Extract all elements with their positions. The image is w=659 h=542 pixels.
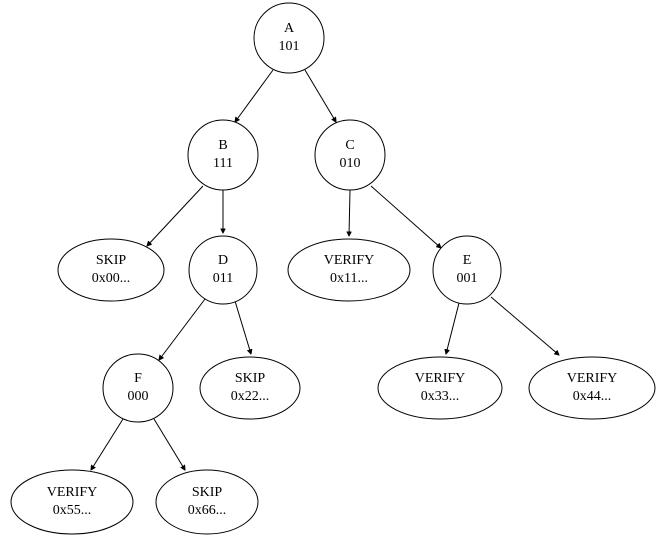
node-c[interactable]: C 010 (314, 119, 386, 191)
node-label-primary: A (284, 21, 295, 36)
node-label-secondary: 101 (279, 39, 300, 54)
node-shape-circle (314, 119, 386, 191)
nodes-layer: A101B111C010SKIP0x00...D011VERIFY0x11...… (10, 2, 656, 535)
edge-c-to-e (370, 185, 441, 248)
edge-c-to-verify_11 (349, 189, 350, 236)
node-label-secondary: 011 (213, 271, 233, 286)
node-label-primary: SKIP (235, 371, 266, 386)
node-label-secondary: 0x00... (92, 271, 131, 286)
node-shape-circle (187, 119, 259, 191)
node-label-secondary: 000 (128, 389, 149, 404)
edge-a-to-c (304, 69, 336, 122)
node-skip_22[interactable]: SKIP 0x22... (199, 356, 301, 420)
node-shape-ellipse (199, 356, 301, 420)
node-shape-ellipse (10, 469, 134, 535)
node-label-secondary: 001 (457, 271, 478, 286)
node-e[interactable]: E 001 (432, 235, 502, 305)
node-shape-circle (188, 235, 258, 305)
node-label-primary: B (218, 138, 227, 153)
node-label-primary: D (218, 253, 228, 268)
node-shape-ellipse (377, 356, 503, 420)
node-verify_33[interactable]: VERIFY 0x33... (377, 356, 503, 420)
edge-a-to-b (235, 69, 274, 122)
node-shape-ellipse (528, 356, 656, 420)
edge-d-to-skip_22 (234, 300, 251, 354)
node-skip_66[interactable]: SKIP 0x66... (155, 469, 259, 535)
node-label-primary: VERIFY (567, 371, 618, 386)
edge-e-to-verify_44 (490, 296, 559, 355)
node-skip_00[interactable]: SKIP 0x00... (57, 238, 165, 302)
node-label-primary: C (345, 138, 354, 153)
edge-f-to-verify_55 (91, 418, 124, 470)
edge-b-to-skip_00 (147, 185, 204, 246)
node-verify_11[interactable]: VERIFY 0x11... (287, 238, 411, 302)
node-label-secondary: 0x66... (188, 503, 227, 518)
node-verify_55[interactable]: VERIFY 0x55... (10, 469, 134, 535)
edge-d-to-f (159, 298, 206, 360)
node-label-secondary: 111 (213, 156, 233, 171)
node-shape-circle (102, 353, 174, 423)
node-label-primary: SKIP (192, 485, 223, 500)
node-shape-circle (432, 235, 502, 305)
node-label-primary: E (463, 253, 472, 268)
node-verify_44[interactable]: VERIFY 0x44... (528, 356, 656, 420)
node-label-secondary: 0x44... (573, 389, 612, 404)
node-shape-circle (253, 2, 325, 74)
node-shape-ellipse (155, 469, 259, 535)
node-label-primary: VERIFY (47, 485, 98, 500)
node-label-secondary: 010 (340, 156, 361, 171)
edges-layer (91, 69, 559, 470)
node-label-secondary: 0x22... (231, 389, 270, 404)
node-shape-ellipse (57, 238, 165, 302)
edge-e-to-verify_33 (446, 302, 460, 354)
node-label-primary: SKIP (96, 253, 127, 268)
node-d[interactable]: D 011 (188, 235, 258, 305)
node-shape-ellipse (287, 238, 411, 302)
edge-f-to-skip_66 (153, 418, 185, 470)
node-label-secondary: 0x55... (53, 503, 92, 518)
node-f[interactable]: F 000 (102, 353, 174, 423)
node-label-secondary: 0x33... (421, 389, 460, 404)
node-label-secondary: 0x11... (330, 271, 368, 286)
node-a[interactable]: A 101 (253, 2, 325, 74)
node-b[interactable]: B 111 (187, 119, 259, 191)
node-label-primary: VERIFY (415, 371, 466, 386)
node-label-primary: F (134, 371, 142, 386)
node-label-primary: VERIFY (324, 253, 375, 268)
